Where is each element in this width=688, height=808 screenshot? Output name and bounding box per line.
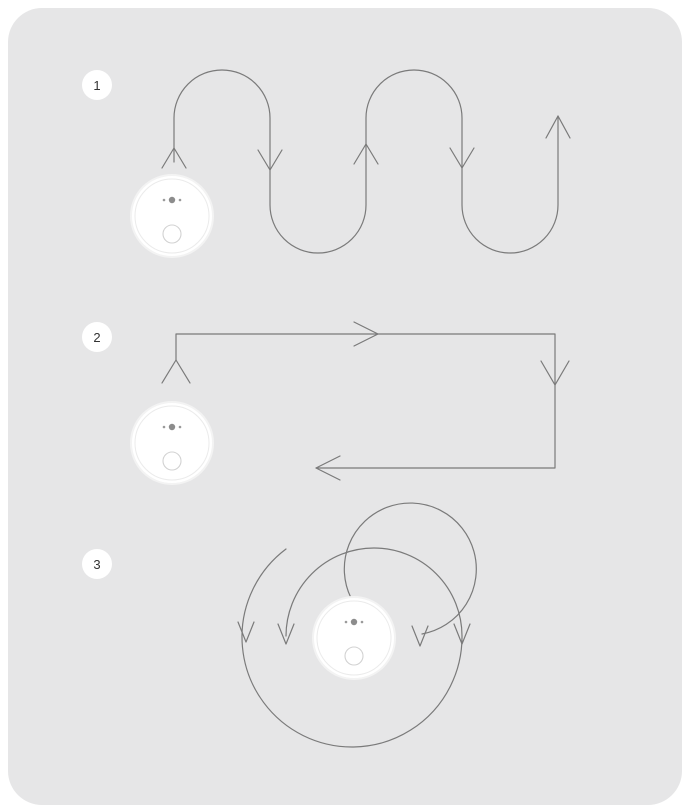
edge-path — [176, 334, 555, 468]
robot-vacuum-icon — [313, 597, 395, 679]
edge-pattern — [162, 322, 569, 480]
arrowhead-icon — [238, 622, 254, 642]
zigzag-path — [174, 70, 558, 253]
zigzag-pattern — [162, 70, 570, 253]
arrowhead-icon — [412, 626, 428, 646]
arrowhead-icon — [162, 360, 190, 383]
robot-vacuum-icon — [131, 402, 213, 484]
robot-vacuum-icon — [131, 175, 213, 257]
